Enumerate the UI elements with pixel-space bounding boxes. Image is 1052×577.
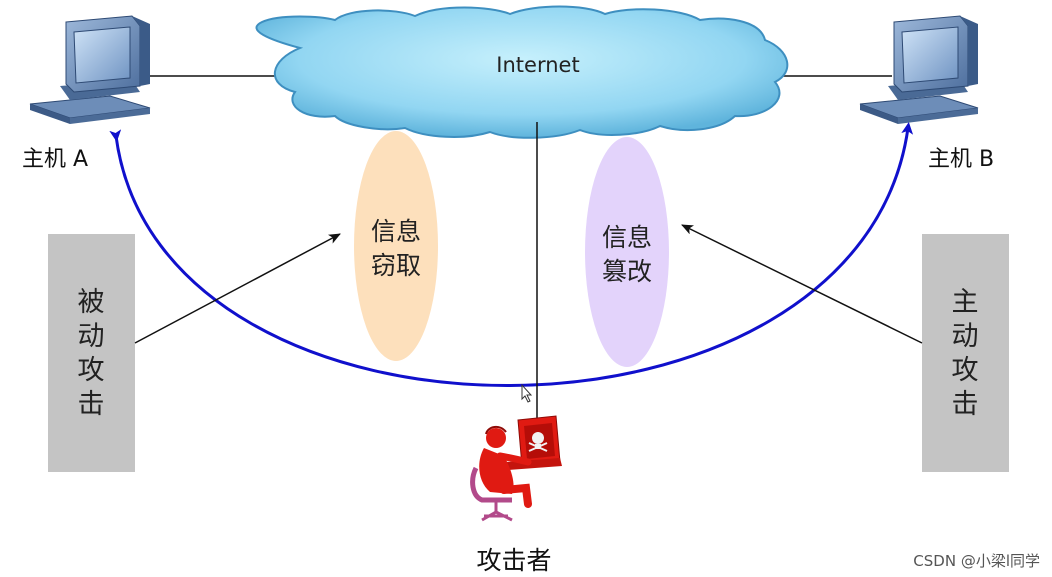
host-b-computer-icon: [859, 15, 979, 124]
info-theft-line-1: 信息: [371, 217, 421, 246]
active-attack-char-2: 动: [952, 321, 979, 352]
attacker-hacker-icon: [470, 415, 562, 522]
passive-attack-char-4: 击: [78, 389, 105, 420]
info-theft-ellipse: 信息 窃取: [354, 131, 438, 361]
host-a-label: 主机 A: [22, 147, 88, 172]
host-b-label: 主机 B: [928, 147, 994, 172]
active-attack-char-1: 主: [952, 287, 979, 318]
info-theft-line-2: 窃取: [371, 251, 421, 280]
info-tamper-line-1: 信息: [602, 223, 652, 252]
mouse-cursor-icon: [521, 383, 533, 403]
passive-attack-box: 被 动 攻 击: [48, 234, 135, 472]
internet-label: Internet: [496, 53, 579, 77]
active-attack-box: 主 动 攻 击: [922, 234, 1009, 472]
active-attack-char-4: 击: [952, 389, 979, 420]
active-attack-arrow: [681, 224, 923, 344]
info-tamper-ellipse: 信息 篡改: [585, 137, 669, 367]
internet-cloud: Internet: [255, 5, 789, 139]
passive-attack-char-1: 被: [78, 287, 105, 318]
info-tamper-line-2: 篡改: [602, 257, 652, 286]
communication-arc: [109, 122, 914, 387]
passive-attack-char-3: 攻: [78, 355, 105, 386]
active-attack-char-3: 攻: [952, 355, 979, 386]
host-a-computer-icon: [29, 15, 151, 124]
csdn-watermark: CSDN @小梁l同学: [913, 552, 1040, 570]
passive-attack-arrow: [134, 233, 341, 344]
passive-attack-char-2: 动: [78, 321, 105, 352]
attacker-label: 攻击者: [476, 546, 551, 575]
